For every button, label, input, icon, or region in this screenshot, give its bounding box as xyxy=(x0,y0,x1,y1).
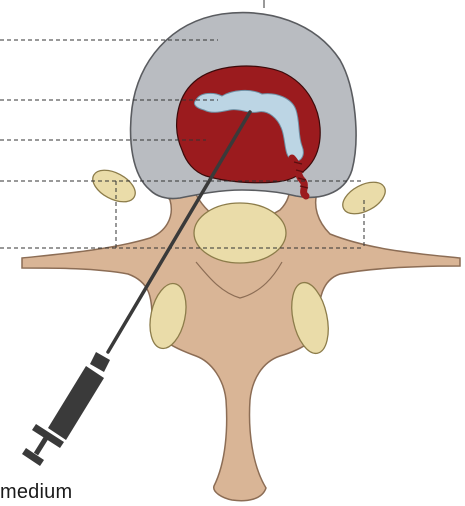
syringe-barrel xyxy=(48,366,104,440)
needle-hub xyxy=(90,352,110,372)
facet-left-upper xyxy=(88,164,141,209)
spinal-cord xyxy=(194,203,286,263)
caption-text: medium xyxy=(0,481,72,504)
intervertebral-disc xyxy=(131,13,356,199)
syringe-plunger-rod xyxy=(36,438,46,454)
